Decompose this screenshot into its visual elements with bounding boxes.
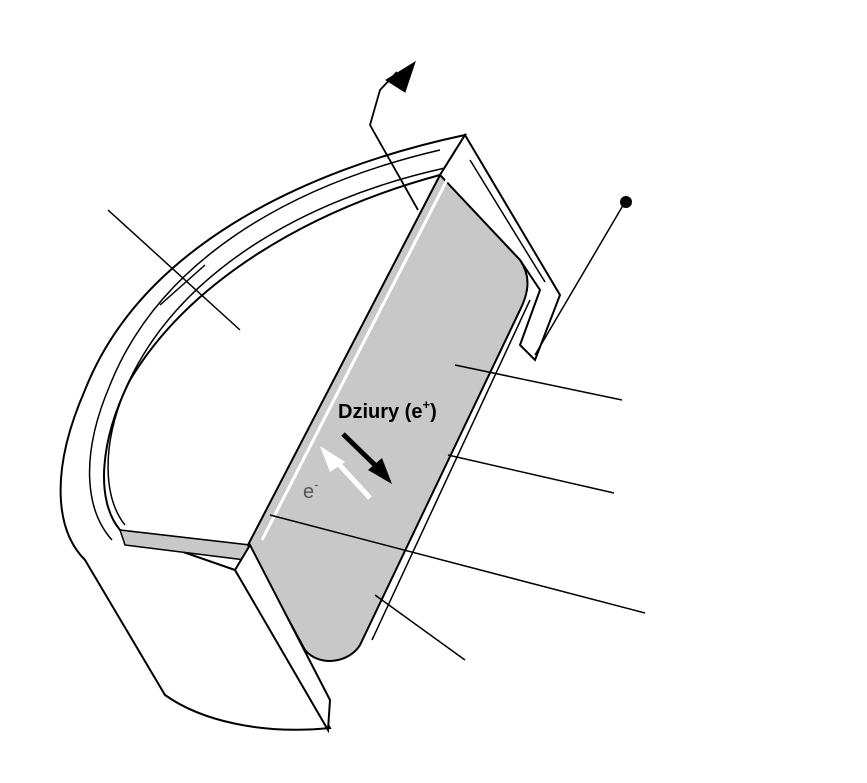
leader-line-electrode <box>534 201 626 356</box>
holes-label-sup: + <box>422 397 430 412</box>
electron-label-sup: - <box>314 477 318 492</box>
housing-inner-rim <box>88 149 441 541</box>
hole-arrow-icon <box>341 432 392 484</box>
plate-front-face <box>371 299 531 641</box>
leader-line-plate-3 <box>269 514 646 614</box>
electron-arrow-icon <box>320 446 372 500</box>
holes-label: Dziury (e+) <box>338 397 437 423</box>
leader-line-plate-1 <box>454 364 623 401</box>
leader-lines <box>107 201 646 661</box>
lower-front-face <box>233 542 332 734</box>
electron-label: e- <box>303 477 318 503</box>
electron-label-main: e <box>303 481 314 503</box>
electrode-terminal-dot <box>620 196 632 208</box>
output-arrow-icon <box>385 60 416 93</box>
leader-line-plate-4 <box>374 594 466 661</box>
leader-line-housing <box>107 209 241 331</box>
plate-edge-highlight <box>260 177 450 541</box>
output-lead <box>369 60 419 211</box>
housing-outer-wall <box>59 133 468 731</box>
leader-line-housing-cross <box>159 264 206 306</box>
semiconductor-plate <box>246 173 529 662</box>
holes-label-main: Dziury (e <box>338 401 422 423</box>
leader-line-plate-2 <box>447 454 615 494</box>
detector-housing <box>59 133 468 731</box>
housing-inner-rim-2 <box>107 167 446 526</box>
holes-label-close: ) <box>430 401 437 423</box>
